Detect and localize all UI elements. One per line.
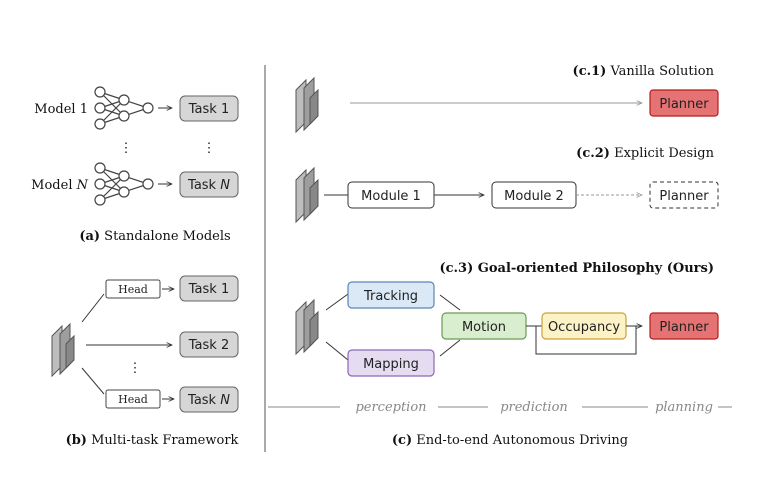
caption-a: (a) Standalone Models [79,229,230,244]
c2-title: (c.2) Explicit Design [576,146,714,161]
model-1-label: Model 1 [34,102,88,117]
mapping-label: Mapping [363,357,419,372]
head-bottom-box [105,389,161,409]
backbone-stack-icon-c3 [295,298,319,356]
neural-net-icon-n [94,162,154,206]
line-tracking-motion [439,294,461,311]
planner-box-c2 [649,181,719,209]
task-n-label-b: Task N [187,393,230,408]
occupancy-label: Occupancy [548,320,620,335]
stage-prediction: prediction [500,400,568,415]
module-1-label: Module 1 [361,189,421,204]
tracking-label: Tracking [363,289,418,304]
ellipsis-b: ⋮ [129,361,142,376]
task-2-label-b: Task 2 [188,338,229,353]
task-n-box-a [179,171,239,198]
caption-c: (c) End-to-end Autonomous Driving [392,433,628,448]
task-1-box-b [179,275,239,302]
module-2-label: Module 2 [504,189,564,204]
neural-net-icon-1 [94,86,154,130]
panel-c: (c.1) Vanilla Solution Planner (c.2) Exp… [268,64,732,448]
line-c3-mapping [325,341,349,361]
caption-b: (b) Multi-task Framework [66,433,239,448]
head-top-box [105,279,161,299]
ellipsis-a-models: ⋮ [120,141,133,156]
panel-a: Model 1 Task 1 ⋮ ⋮ Model N Tas [31,86,239,244]
planner-label-c3: Planner [659,320,709,335]
motion-label: Motion [462,320,506,335]
head-bottom-label: Head [118,393,148,406]
planner-box-c1 [649,89,719,117]
c1-title: (c.1) Vanilla Solution [573,64,715,79]
stage-perception: perception [355,400,426,415]
line-mapping-motion [439,339,461,357]
tracking-box [347,281,435,309]
backbone-stack-icon-c1 [295,76,319,134]
task-1-box-a [179,95,239,122]
line-c3-tracking [325,293,349,311]
task-n-box-b [179,386,239,413]
mapping-box [347,349,435,377]
backbone-stack-icon-c2 [295,166,319,224]
line-b-head-bottom [81,367,105,395]
task-2-box-b [179,331,239,358]
panel-b: Head Task 1 Task 2 ⋮ Head Task N (b) Mul… [51,275,239,448]
stage-planning: planning [655,400,713,415]
task-n-label-a: Task N [187,178,230,193]
ellipsis-a-tasks: ⋮ [203,141,216,156]
line-b-head-top [81,293,105,323]
model-n-label: Model N [31,178,88,193]
task-1-label-b: Task 1 [188,282,229,297]
line-motion-bypass [535,326,637,355]
task-1-label-a: Task 1 [188,102,229,117]
planner-box-c3 [649,312,719,340]
c3-title: (c.3) Goal-oriented Philosophy (Ours) [439,261,714,276]
head-top-label: Head [118,283,148,296]
planner-label-c1: Planner [659,97,709,112]
backbone-stack-icon-b [51,322,75,378]
planner-label-c2: Planner [659,189,709,204]
